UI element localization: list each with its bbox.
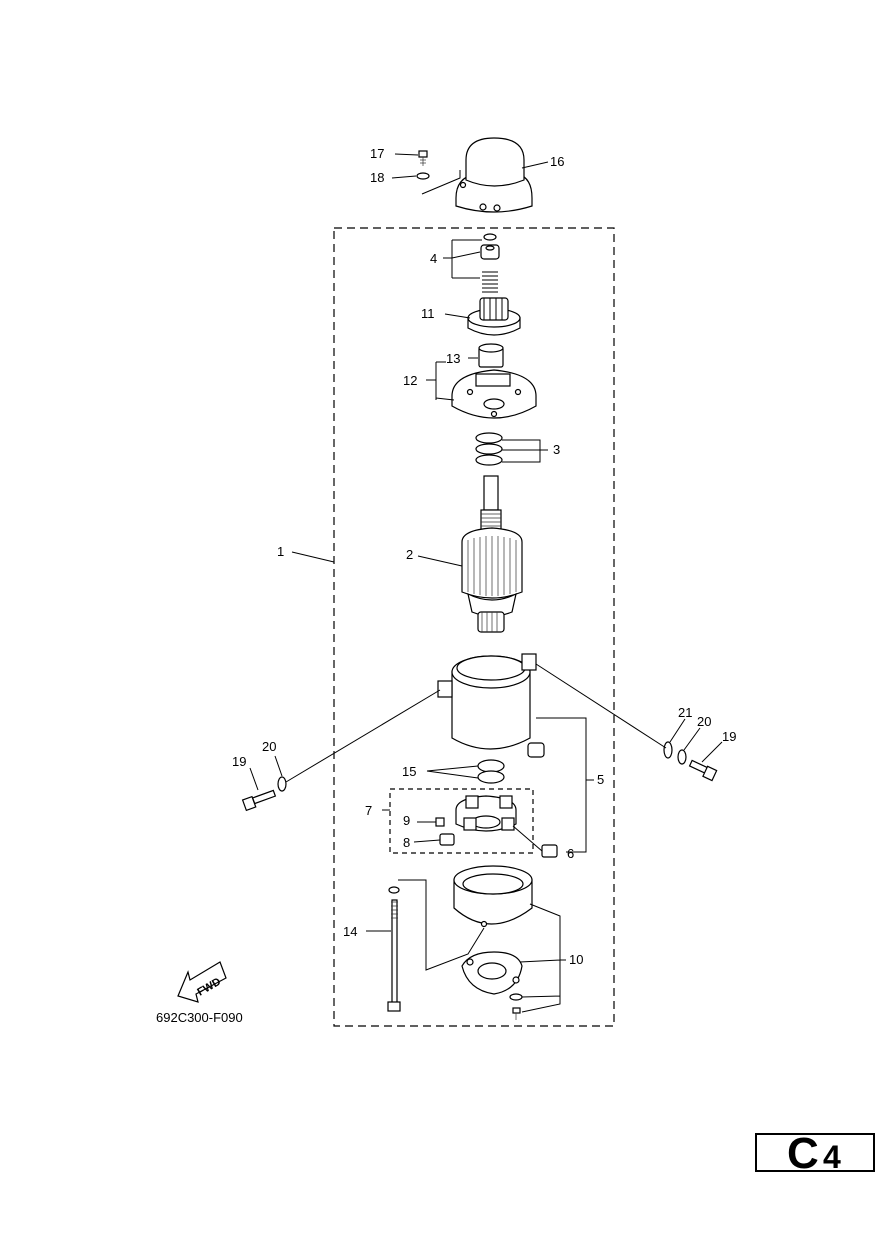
section-number: 4: [823, 1139, 841, 1175]
brush-holder-boundary: [389, 788, 534, 854]
callout-18: 18: [370, 170, 384, 185]
bush-part: [478, 343, 504, 368]
assembly-boundary: [333, 227, 615, 1027]
callout-20-right: 20: [697, 714, 711, 729]
right-washer-part: [663, 741, 673, 759]
callout-19-right: 19: [722, 729, 736, 744]
right-lock-washer-part: [677, 749, 687, 765]
callout-9: 9: [403, 813, 410, 828]
bracket-screw-part: [512, 1007, 521, 1020]
callout-2: 2: [406, 547, 413, 562]
left-washer-part: [277, 776, 287, 792]
callout-labels: 17 18 16 4 11 13 12 3 1 2 21 20 19 20 19…: [232, 146, 736, 967]
thrust-washers-part: [475, 432, 503, 466]
bracket-washer-part: [509, 993, 523, 1001]
callout-4: 4: [430, 251, 437, 266]
callout-21: 21: [678, 705, 692, 720]
callout-8: 8: [403, 835, 410, 850]
brush-spring-part: [435, 817, 445, 827]
brush-right-part: [541, 844, 558, 858]
fwd-arrow-icon: FWD: [177, 961, 227, 1003]
upper-bracket-part: [451, 369, 537, 419]
callout-10: 10: [569, 952, 583, 967]
section-letter: C: [787, 1129, 819, 1178]
callout-14: 14: [343, 924, 357, 939]
callout-17: 17: [370, 146, 384, 161]
armature-part: [461, 475, 523, 633]
callout-1: 1: [277, 544, 284, 559]
pinion-stopper-set-part: [480, 233, 500, 293]
callout-3: 3: [553, 442, 560, 457]
callout-13: 13: [446, 351, 460, 366]
through-bolt-part: [387, 886, 401, 1012]
callout-16: 16: [550, 154, 564, 169]
brush-left-part: [439, 833, 455, 846]
small-washer-part: [416, 172, 430, 180]
left-bolt-part: [241, 789, 277, 812]
pinion-gear-part: [467, 297, 521, 336]
callout-19-left: 19: [232, 754, 246, 769]
diagram-code: 692C300-F090: [156, 1010, 243, 1025]
callout-12: 12: [403, 373, 417, 388]
callout-7: 7: [365, 803, 372, 818]
right-bolt-part: [688, 759, 718, 782]
bearing-plate-part: [461, 951, 523, 995]
callout-6: 6: [567, 846, 574, 861]
yoke-washers-part: [477, 759, 505, 784]
brush-holder-part: [455, 795, 517, 832]
leader-lines: [249, 153, 723, 1013]
lower-bracket-part: [453, 865, 533, 928]
section-tag: C 4: [755, 1132, 875, 1176]
callout-15: 15: [402, 764, 416, 779]
callout-11: 11: [421, 306, 435, 321]
callout-5: 5: [597, 772, 604, 787]
callout-20-left: 20: [262, 739, 276, 754]
cover-cap-part: [455, 137, 533, 213]
small-screw-part: [418, 150, 428, 166]
yoke-part: [437, 653, 545, 758]
